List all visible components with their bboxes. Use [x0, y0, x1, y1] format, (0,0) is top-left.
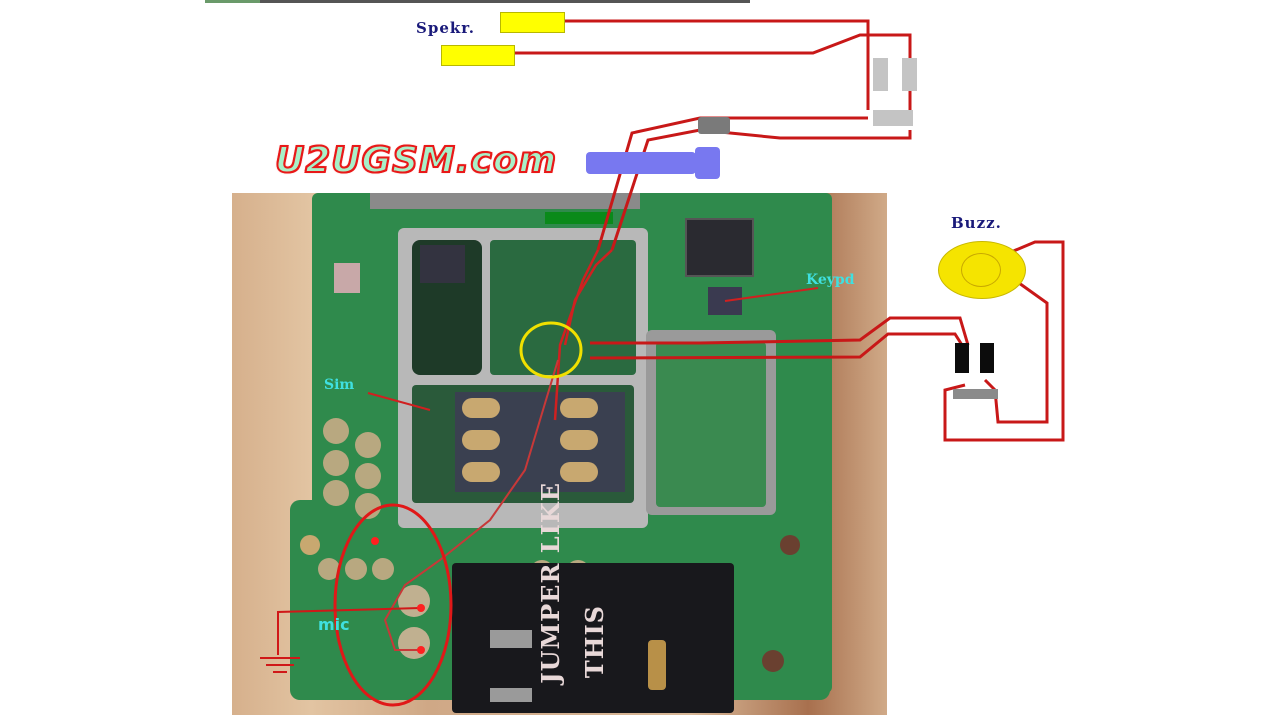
- connector-tab: [490, 688, 532, 702]
- mic-pad-row: [372, 558, 394, 580]
- shield-cell-2: [490, 240, 636, 375]
- keypad-pad: [323, 418, 349, 444]
- keypad-pad: [355, 432, 381, 458]
- connector-tab: [490, 630, 532, 648]
- keypad-pad: [323, 450, 349, 476]
- rf-shield-top: [370, 193, 640, 209]
- vibra-wire-1: [590, 316, 970, 346]
- mic-highlight-ellipse: [333, 503, 453, 707]
- sim-pointer: [367, 392, 431, 411]
- ground-wire: [277, 607, 421, 655]
- site-watermark: U2UGSM.com: [274, 139, 558, 182]
- keypad-pad: [323, 480, 349, 506]
- jumper-text-line1: JUMPER LIKE: [536, 482, 565, 684]
- jumper-text-line2: THIS: [580, 605, 609, 679]
- probe-tip-icon: [695, 147, 720, 179]
- probe-icon: [586, 152, 696, 174]
- mic-pad-2: [398, 627, 430, 659]
- highlight-circle: [519, 321, 583, 379]
- sim-label: Sim: [324, 377, 355, 393]
- speaker-wire-2: [515, 33, 912, 118]
- shield-right-inner: [656, 342, 766, 507]
- keypad-label: Keypd: [806, 272, 855, 288]
- speaker-return-2: [610, 128, 912, 251]
- sim-contact: [462, 462, 500, 482]
- speaker-pad-2: [441, 45, 515, 66]
- speaker-connector-left: [873, 58, 888, 91]
- buzzer-center: [961, 253, 1001, 287]
- vibra-wire-2: [589, 332, 964, 360]
- inline-connector: [698, 117, 730, 134]
- vibra-pad-2: [980, 343, 994, 373]
- mounting-hole: [762, 650, 784, 672]
- buzzer-wire-2: [983, 276, 1049, 424]
- top-image-strip: [205, 0, 750, 3]
- keypad-pointer: [724, 287, 819, 302]
- jumper-long: [383, 359, 559, 651]
- mounting-hole: [300, 535, 320, 555]
- sim-contact: [462, 398, 500, 418]
- connector-pin: [648, 640, 666, 690]
- speaker-connector-right: [902, 58, 917, 91]
- speaker-label: Spekr.: [416, 19, 476, 37]
- sim-contact: [462, 430, 500, 450]
- buzzer-label: Buzz.: [951, 214, 1002, 232]
- speaker-wire-1: [563, 19, 870, 110]
- sim-contact: [560, 430, 598, 450]
- green-flex-strip: [545, 212, 613, 224]
- mic-pad-row: [318, 558, 340, 580]
- speaker-pad-1: [500, 12, 565, 33]
- speaker-connector-base: [873, 110, 913, 126]
- sim-contact: [560, 398, 598, 418]
- mounting-hole: [780, 535, 800, 555]
- keypad-pad: [355, 463, 381, 489]
- vibra-base: [953, 389, 998, 399]
- buzzer-wire-1: [943, 240, 1065, 442]
- sim-contact: [560, 462, 598, 482]
- mic-pad-row: [345, 558, 367, 580]
- speaker-return-1: [596, 116, 868, 251]
- test-pad-x: [334, 263, 360, 293]
- mic-label: mic: [318, 615, 350, 634]
- top-image-strip-green: [205, 0, 260, 3]
- mic-pad-1: [398, 585, 430, 617]
- vibra-pad-1: [955, 343, 969, 373]
- ic-small: [420, 245, 465, 283]
- jumper-wire-2: [563, 249, 613, 346]
- ic-top-right: [685, 218, 754, 277]
